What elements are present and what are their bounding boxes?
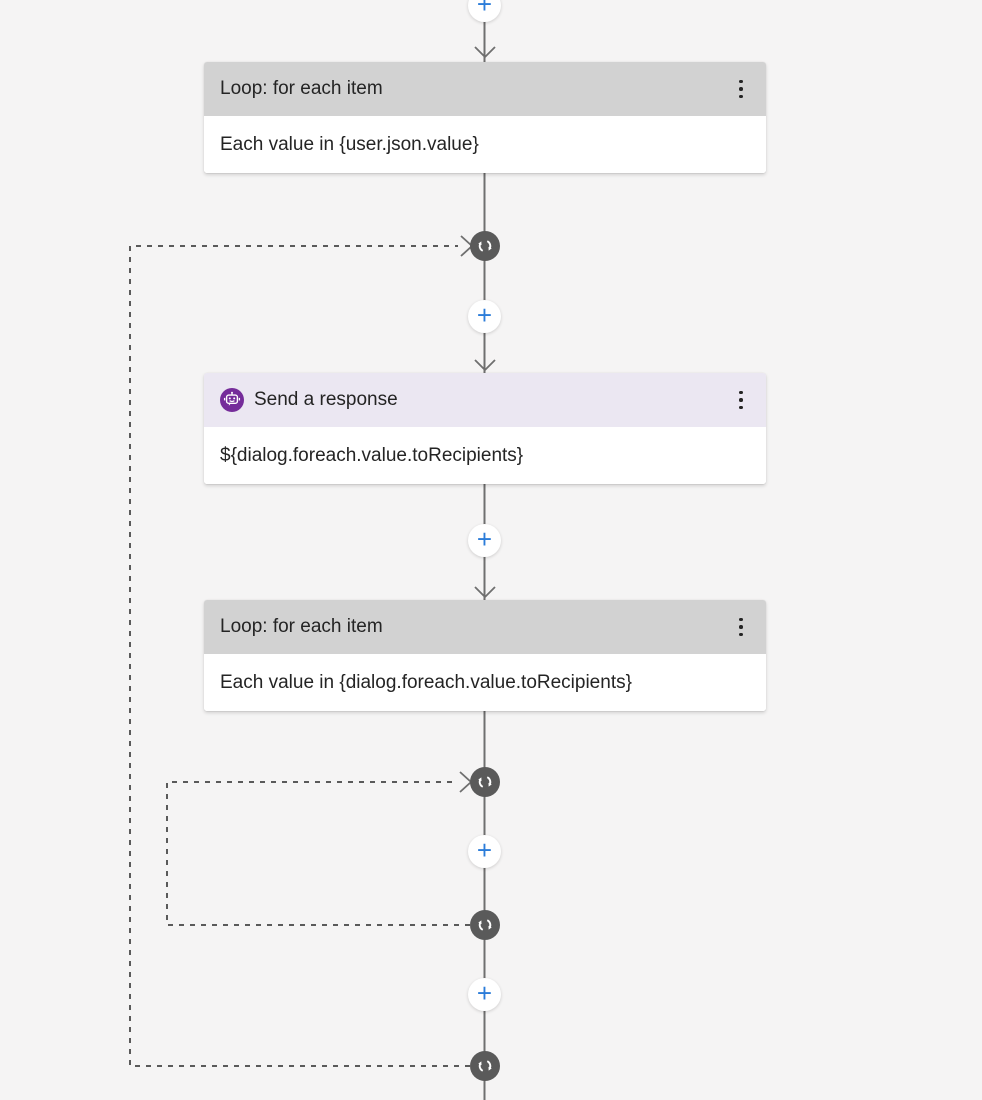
node-body-text: Each value in {user.json.value}: [204, 116, 766, 173]
loop-indicator-icon: [470, 1051, 500, 1081]
kebab-dot: [739, 398, 743, 402]
arrowhead-down-icon: [474, 46, 496, 59]
action-node-loop-outer[interactable]: Loop: for each item Each value in {user.…: [204, 62, 766, 173]
loop-indicator-icon: [470, 231, 500, 261]
kebab-dot: [739, 390, 743, 395]
add-action-button[interactable]: +: [468, 300, 501, 333]
kebab-dot: [739, 87, 743, 91]
action-node-loop-inner[interactable]: Loop: for each item Each value in {dialo…: [204, 600, 766, 711]
arrowhead-down-icon: [474, 586, 496, 599]
outer-loopback-dashed-line: [129, 245, 470, 1067]
node-body-text: ${dialog.foreach.value.toRecipients}: [204, 427, 766, 484]
node-header: Loop: for each item: [204, 62, 766, 116]
kebab-dot: [739, 94, 743, 99]
kebab-dot: [739, 405, 743, 410]
add-action-button[interactable]: +: [468, 978, 501, 1011]
node-header: Loop: for each item: [204, 600, 766, 654]
action-node-send-response[interactable]: Send a response ${dialog.foreach.value.t…: [204, 373, 766, 484]
node-title: Loop: for each item: [220, 78, 383, 99]
loop-indicator-icon: [470, 767, 500, 797]
node-title: Loop: for each item: [220, 616, 383, 637]
loop-indicator-icon: [470, 910, 500, 940]
kebab-dot: [739, 625, 743, 629]
add-action-button[interactable]: +: [468, 835, 501, 868]
kebab-dot: [739, 617, 743, 622]
kebab-dot: [739, 632, 743, 637]
kebab-menu-button[interactable]: [728, 383, 754, 417]
sync-icon: [478, 919, 492, 931]
inner-loopback-dashed-line: [166, 781, 470, 926]
node-header: Send a response: [204, 373, 766, 427]
sync-icon: [478, 1060, 492, 1072]
arrowheads: [459, 46, 496, 793]
arrowhead-down-icon: [474, 359, 496, 372]
kebab-menu-button[interactable]: [728, 72, 754, 106]
node-body-text: Each value in {dialog.foreach.value.toRe…: [204, 654, 766, 711]
sync-icon: [478, 240, 492, 252]
kebab-dot: [739, 79, 743, 84]
add-action-button[interactable]: +: [468, 524, 501, 557]
add-action-button[interactable]: +: [468, 0, 501, 22]
bot-icon: [220, 388, 244, 412]
kebab-menu-button[interactable]: [728, 610, 754, 644]
sync-icon: [478, 776, 492, 788]
node-title: Send a response: [254, 389, 398, 410]
